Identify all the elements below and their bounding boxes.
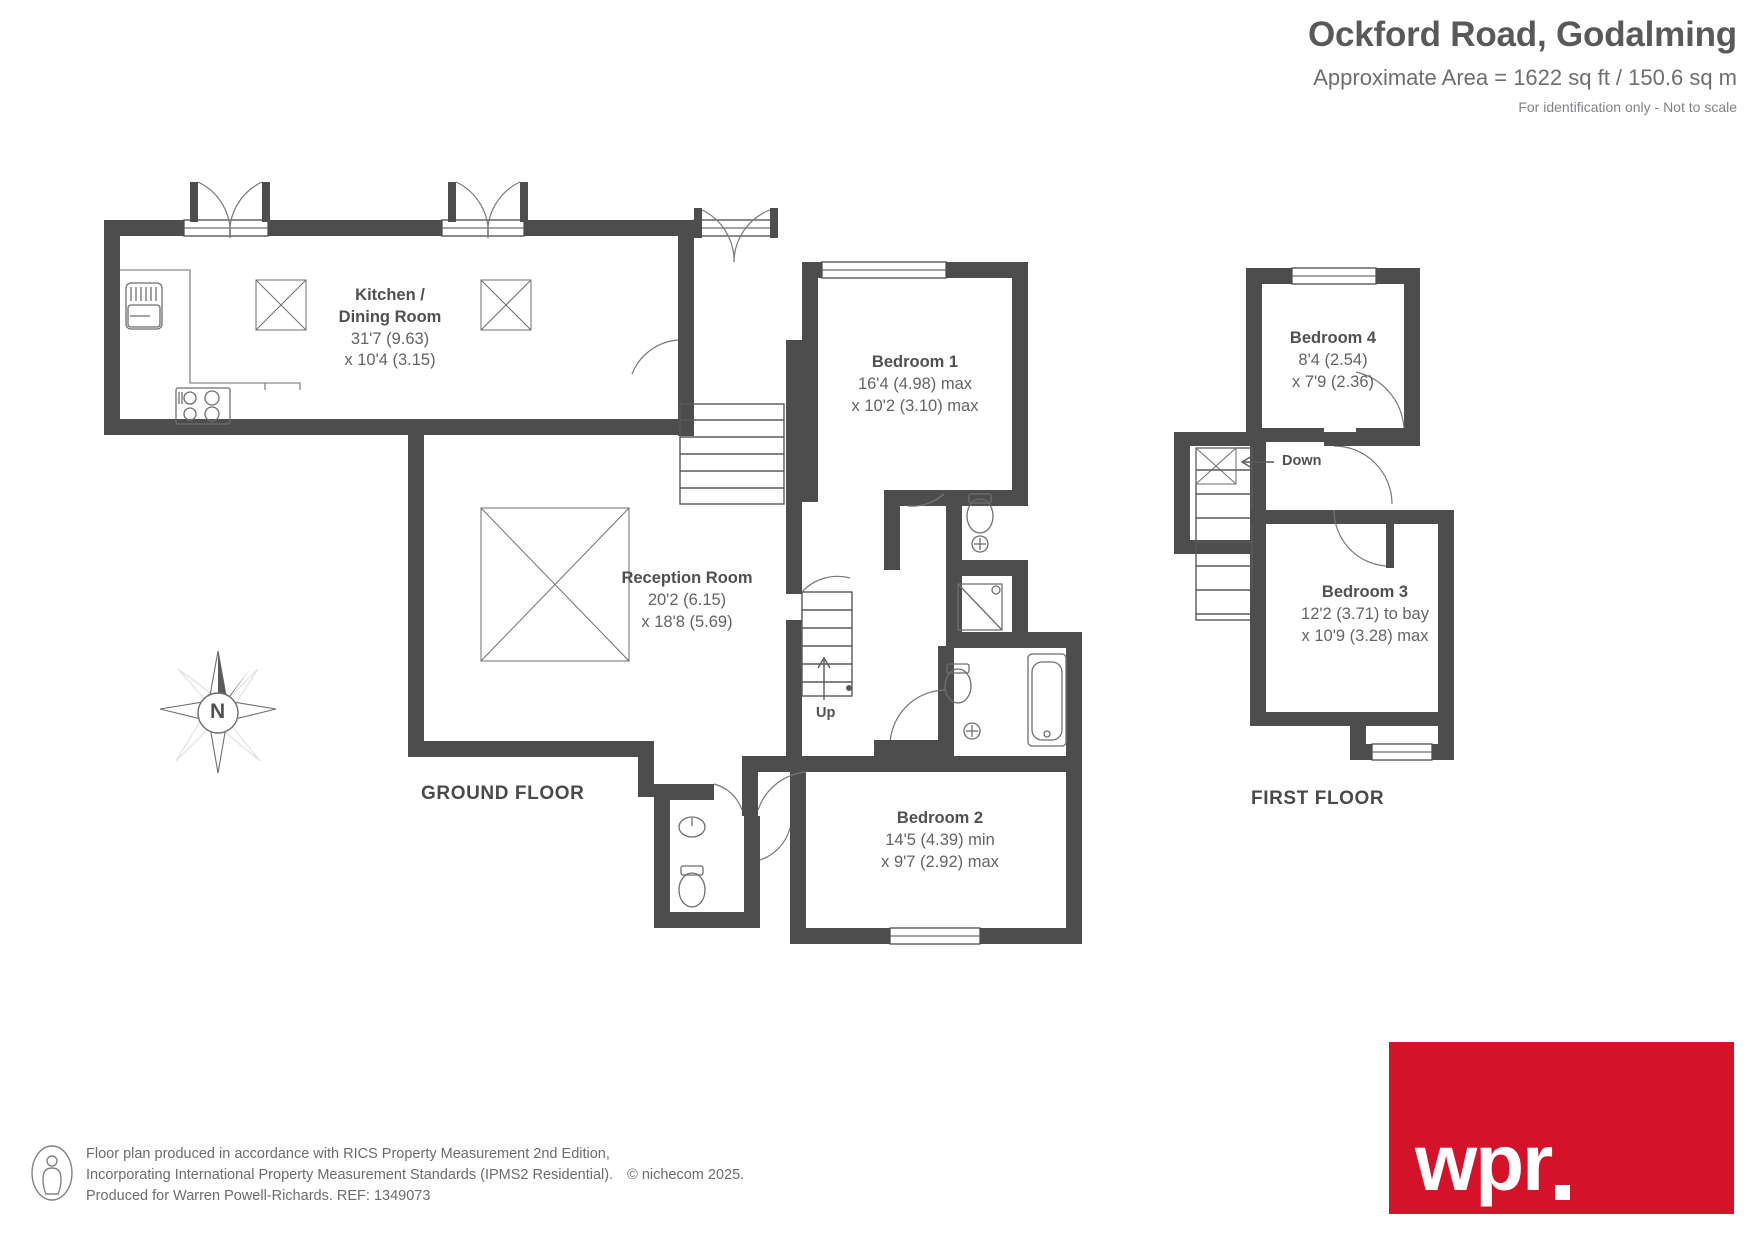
first-floor-caption: FIRST FLOOR: [1251, 788, 1385, 809]
footer-line-1: Floor plan produced in accordance with R…: [86, 1146, 610, 1162]
wc-fixture: [966, 493, 994, 553]
furniture-square: [480, 507, 630, 662]
room-label-kitchen-dining: Kitchen / Dining Room 31'7 (9.63) x 10'4…: [300, 285, 480, 372]
room-dimension-1: 20'2 (6.15): [647, 590, 727, 609]
room-name: Bedroom 4: [1289, 329, 1377, 347]
basin-fixture: [678, 816, 706, 838]
wc-fixture-3: [678, 865, 706, 908]
disclaimer-text: For identification only - Not to scale: [1518, 98, 1737, 115]
room-dimension-2: x 10'9 (3.28) max: [1301, 626, 1429, 645]
room-dimension-1: 14'5 (4.39) min: [885, 830, 995, 849]
room-dimension-1: 8'4 (2.54): [1298, 350, 1368, 369]
header: Ockford Road, Godalming Approximate Area…: [1307, 15, 1737, 115]
room-label-reception: Reception Room 20'2 (6.15) x 18'8 (5.69): [587, 568, 787, 633]
room-dimension-2: x 18'8 (5.69): [641, 612, 733, 631]
room-name: Reception Room: [621, 569, 753, 587]
room-name: Kitchen /: [355, 286, 425, 304]
footer-line-2: Incorporating International Property Mea…: [86, 1167, 614, 1184]
room-dimension-2: x 9'7 (2.92) max: [881, 852, 999, 871]
stair-label-up: Up: [816, 705, 836, 721]
footer-copyright: © nichecom 2025.: [627, 1167, 745, 1184]
first-floor-plan: [1174, 267, 1454, 761]
footer: Floor plan produced in accordance with R…: [30, 1144, 744, 1207]
room-label-bedroom-2: Bedroom 2 14'5 (4.39) min x 9'7 (2.92) m…: [830, 808, 1050, 873]
compass-north-letter: N: [210, 700, 226, 723]
footer-line-3: Produced for Warren Powell-Richards. REF…: [86, 1188, 431, 1205]
room-label-bedroom-3: Bedroom 3 12'2 (3.71) to bay x 10'9 (3.2…: [1255, 582, 1475, 647]
room-dimension-1: 31'7 (9.63): [350, 329, 430, 348]
room-name: Bedroom 1: [871, 353, 959, 371]
room-dimension-2: x 10'2 (3.10) max: [851, 396, 979, 415]
furniture-square: [480, 279, 532, 331]
page-title: Ockford Road, Godalming: [1307, 15, 1737, 54]
room-dimension-1: 16'4 (4.98) max: [857, 374, 973, 393]
staircase-ground-lower: [801, 591, 853, 700]
approximate-area: Approximate Area = 1622 sq ft / 150.6 sq…: [1313, 64, 1737, 90]
room-dimension-2: x 7'9 (2.36): [1291, 372, 1375, 391]
wpr-logo-text: wpr: [1415, 1118, 1553, 1208]
wpr-logo-dot: [1555, 1185, 1571, 1200]
room-label-bedroom-1: Bedroom 1 16'4 (4.98) max x 10'2 (3.10) …: [805, 352, 1025, 417]
stair-label-down: Down: [1282, 453, 1322, 469]
room-name: Bedroom 3: [1321, 583, 1409, 601]
furniture-square: [1195, 447, 1237, 485]
furniture-square: [255, 279, 307, 331]
room-dimension-1: 12'2 (3.71) to bay: [1301, 604, 1429, 623]
bath-fixture: [1027, 653, 1067, 747]
wc-fixture-2: [944, 663, 981, 740]
shower-fixture: [957, 583, 1003, 631]
room-label-bedroom-4: Bedroom 4 8'4 (2.54) x 7'9 (2.36): [1238, 328, 1428, 393]
room-name: Bedroom 2: [896, 809, 984, 827]
room-name-line2: Dining Room: [338, 307, 442, 326]
footer-line-2-row: Incorporating International Property Mea…: [86, 1165, 744, 1186]
compass-rose: [159, 650, 277, 774]
ground-floor-plan: [104, 181, 1082, 945]
accessibility-person-icon: [31, 1145, 73, 1201]
ground-floor-caption: GROUND FLOOR: [421, 783, 585, 804]
staircase-ground-upper: [679, 403, 785, 505]
room-dimension-2: x 10'4 (3.15): [344, 351, 436, 370]
wpr-logo[interactable]: wpr: [1389, 1042, 1734, 1214]
